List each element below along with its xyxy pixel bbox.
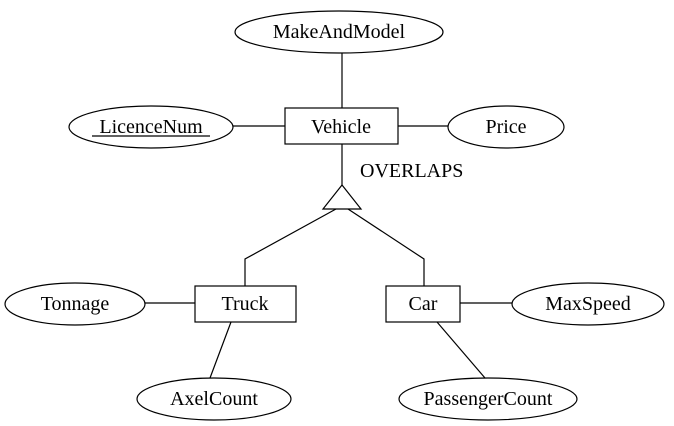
isa-triangle xyxy=(321,184,363,210)
specialization-constraint-label: OVERLAPS xyxy=(360,160,463,182)
entity-truck-label: Truck xyxy=(221,293,268,315)
attribute-tonnage: Tonnage xyxy=(4,282,146,326)
entity-vehicle-label: Vehicle xyxy=(311,116,371,138)
attribute-axelcount-label: AxelCount xyxy=(170,388,258,410)
attribute-maxspeed: MaxSpeed xyxy=(511,282,665,326)
entity-vehicle: Vehicle xyxy=(284,107,399,145)
attribute-passengercount-label: PassengerCount xyxy=(424,388,553,410)
attribute-price: Price xyxy=(447,105,565,149)
link-isa-truck xyxy=(244,208,337,286)
attribute-licencenum: LicenceNum xyxy=(68,105,234,149)
attribute-makeandmodel-label: MakeAndModel xyxy=(273,21,406,43)
attribute-tonnage-label: Tonnage xyxy=(41,293,110,315)
entity-car-label: Car xyxy=(409,293,438,315)
attribute-makeandmodel: MakeAndModel xyxy=(234,10,444,54)
entity-car: Car xyxy=(385,285,461,323)
entity-truck: Truck xyxy=(194,285,297,323)
link-car-passengercount xyxy=(436,321,486,379)
link-isa-car xyxy=(347,208,425,286)
attribute-price-label: Price xyxy=(485,116,526,138)
attribute-passengercount: PassengerCount xyxy=(398,377,578,421)
link-truck-axelcount xyxy=(209,321,232,379)
attribute-licencenum-label: LicenceNum xyxy=(99,116,203,138)
attribute-axelcount: AxelCount xyxy=(136,377,292,421)
attribute-maxspeed-label: MaxSpeed xyxy=(545,293,631,315)
